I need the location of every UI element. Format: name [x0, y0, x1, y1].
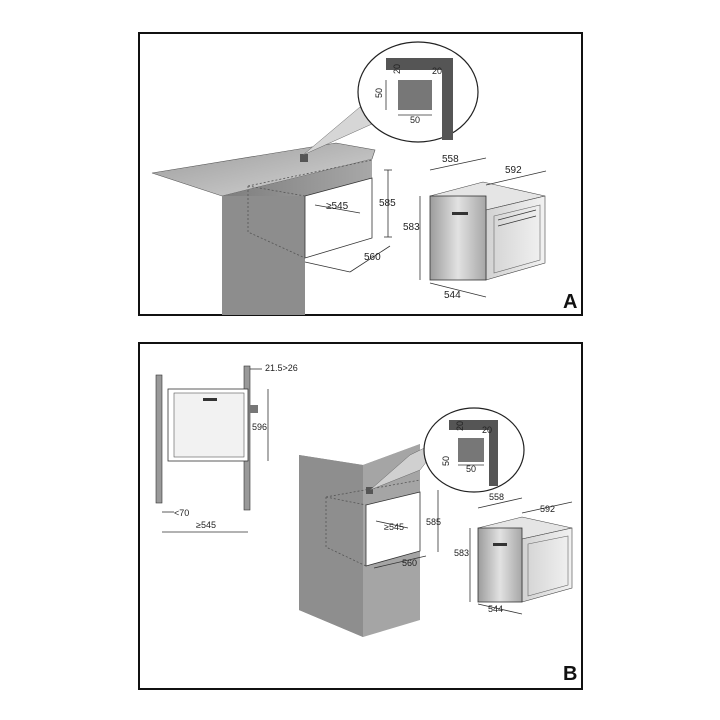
oven-b-handle — [493, 543, 507, 546]
oven-b-height-label: 583 — [454, 548, 469, 558]
panel-a-letter: A — [563, 291, 577, 313]
side-gap-label: <70 — [174, 508, 189, 518]
callout-b-bottom-label: 50 — [466, 464, 476, 474]
cabinet-front — [222, 196, 305, 315]
side-view-handle — [203, 398, 217, 401]
column-front — [299, 455, 363, 637]
side-height-label: 596 — [252, 422, 267, 432]
niche-depth-label: 560 — [364, 252, 381, 263]
oven-a-height-label: 583 — [403, 222, 420, 233]
oven-a-door — [429, 195, 487, 281]
panel-a: 585 ≥545 560 50 20 20 50 558 592 — [138, 32, 583, 316]
oven-b-width-label: 592 — [540, 504, 555, 514]
niche-width-label: ≥545 — [326, 201, 349, 212]
niche-height-label: 585 — [379, 198, 396, 209]
side-top-label: 21.5>26 — [265, 363, 298, 373]
panel-a-frame — [138, 32, 583, 316]
oven-a-width-label: 592 — [505, 165, 522, 176]
oven-a — [429, 181, 546, 281]
side-depth-label: ≥545 — [196, 520, 216, 530]
panel-b-letter: B — [563, 663, 577, 685]
oven-a-depth-label: 558 — [442, 154, 459, 165]
callout-bottom-label: 50 — [410, 115, 420, 125]
oven-b-depth-label: 558 — [489, 492, 504, 502]
callout-right-label: 20 — [432, 66, 442, 76]
side-view-wall — [155, 374, 163, 504]
callout-b-right-label: 20 — [482, 425, 492, 435]
callout-b-side-label: 50 — [441, 456, 451, 466]
oven-a-front-label: 544 — [444, 290, 461, 301]
oven-b-door — [477, 527, 523, 603]
callout-cable-box — [398, 80, 432, 110]
oven-b-front-label: 544 — [488, 604, 503, 614]
callout-side-label: 50 — [374, 88, 384, 98]
panel-b: 21.5>26 596 <70 ≥545 585 ≥545 560 50 20 … — [138, 342, 583, 690]
callout-top-label: 20 — [392, 64, 402, 74]
countertop — [151, 142, 376, 197]
callout-b-top-label: 20 — [455, 421, 465, 431]
column-niche-depth-label: 560 — [402, 558, 417, 568]
column-niche-opening — [365, 491, 421, 567]
cable-box — [300, 154, 308, 162]
callout-corner — [386, 58, 453, 140]
column-niche-height-label: 585 — [426, 517, 441, 527]
panel-b-frame — [138, 342, 583, 690]
column-niche-width-label: ≥545 — [384, 522, 404, 532]
side-view — [155, 365, 258, 511]
niche-dashed-edge — [247, 186, 306, 259]
oven-a-handle — [452, 212, 468, 215]
oven-b — [477, 516, 573, 603]
column-cable-box — [366, 487, 373, 494]
niche-opening — [304, 177, 373, 259]
